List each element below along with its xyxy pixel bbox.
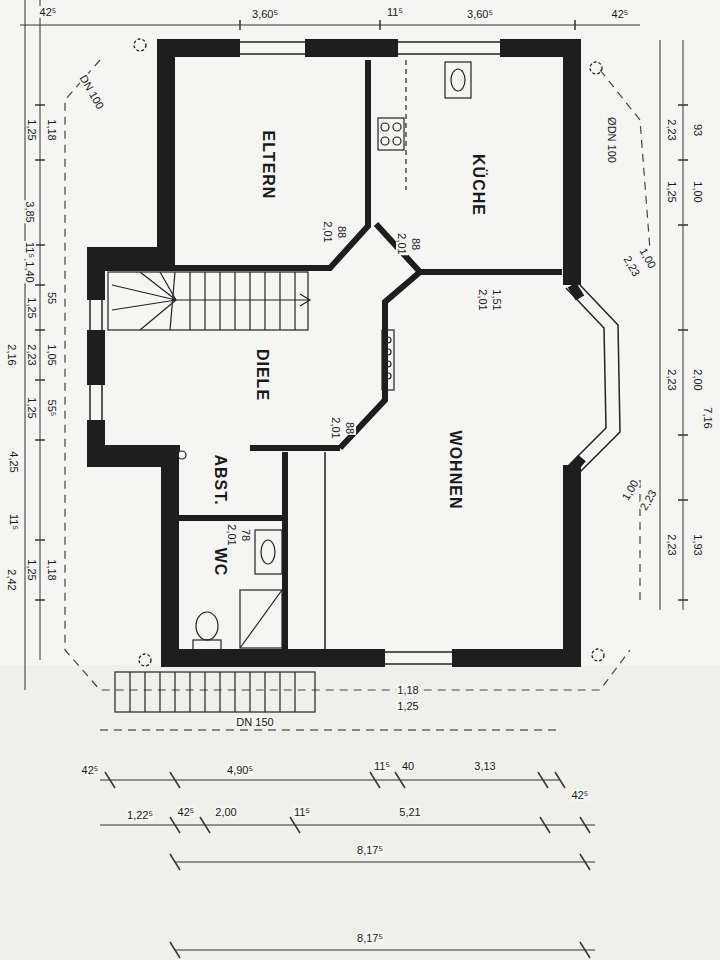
dimension-label: 1,22⁵ <box>126 809 154 821</box>
dimension-label: 42⁵ <box>81 764 100 776</box>
dimension-label: 1,18 <box>396 684 419 696</box>
dimension-label: DN 150 <box>235 716 274 728</box>
dimension-label: 88 <box>344 421 356 435</box>
windows <box>90 42 620 664</box>
fixtures <box>178 60 471 650</box>
dimension-label: 1,25 <box>26 558 38 581</box>
dimension-label: 2,23 <box>666 368 678 391</box>
dimension-label: 5,21 <box>398 806 421 818</box>
dimension-label: 1,40 <box>24 260 36 283</box>
dimension-label: 8,17⁵ <box>356 844 384 856</box>
dimension-label: 55⁵ <box>46 399 58 418</box>
dimension-label: 2,23 <box>666 533 678 556</box>
dimension-label: 1,18 <box>46 558 58 581</box>
dimension-label: 3,60⁵ <box>251 8 279 20</box>
outer-walls <box>96 48 572 658</box>
room-name: ABST. <box>211 453 229 506</box>
dimension-label: 2,42 <box>6 568 18 591</box>
dimension-label: 88 <box>336 225 348 239</box>
dimension-label: ØDN 100 <box>606 116 618 164</box>
dimension-label: 42⁵ <box>39 6 58 18</box>
dimension-label: 2,00 <box>214 806 237 818</box>
outline-dashed <box>65 60 650 690</box>
dimension-label: 2,01 <box>330 416 342 439</box>
dimension-label: 2,23 <box>637 487 659 513</box>
dimension-label: 1,05 <box>46 343 58 366</box>
dimension-label: 11⁵ <box>373 760 391 772</box>
dimension-label: 2,01 <box>226 523 238 546</box>
dimension-label: 2,01 <box>477 288 489 311</box>
paper-fold <box>0 665 720 960</box>
dimension-label: 3,85 <box>24 200 36 223</box>
dimension-lines <box>20 0 688 958</box>
dimension-label: 1,25 <box>666 180 678 203</box>
dimension-label: 42⁵ <box>611 8 630 20</box>
dimension-label: 1,51 <box>491 288 503 311</box>
dimension-label: 78 <box>240 528 252 542</box>
dimension-label: 2,01 <box>322 220 334 243</box>
dimension-label: 11⁵ <box>24 241 36 259</box>
room-name: KÜCHE <box>469 153 487 217</box>
dimension-label: 2,01 <box>396 232 408 255</box>
dimension-label: 42⁵ <box>177 806 196 818</box>
dimension-label: 1,25 <box>26 118 38 141</box>
dimension-label: 11⁵ <box>386 6 404 18</box>
dimension-label: 4,25 <box>8 450 20 473</box>
dimension-label: 55 <box>46 291 58 305</box>
dimension-label: 1,25 <box>26 296 38 319</box>
dimension-label: 42⁵ <box>571 789 590 801</box>
dimension-label: 3,13 <box>473 760 496 772</box>
dimension-label: 1,00 <box>619 477 641 503</box>
inner-walls <box>105 60 562 652</box>
dimension-label: 88 <box>410 237 422 251</box>
dimension-label: 1,18 <box>46 118 58 141</box>
room-name: WOHNEN <box>446 430 464 511</box>
dimension-label: 1,93 <box>692 533 704 556</box>
dimension-label: 11⁵ <box>8 513 20 531</box>
dimension-label: 3,60⁵ <box>466 8 494 20</box>
dimension-label: 8,17⁵ <box>356 932 384 944</box>
dimension-label: 93 <box>692 123 704 137</box>
dimension-label: DN 100 <box>77 72 107 112</box>
outdoor-steps <box>100 672 560 730</box>
dimension-label: 4,90⁵ <box>226 764 254 776</box>
dimension-label: 2,23 <box>666 118 678 141</box>
room-name: DIELE <box>253 348 271 402</box>
dimension-label: 2,23 <box>26 343 38 366</box>
room-name: WC <box>211 547 229 578</box>
stairs <box>108 272 310 330</box>
dimension-label: 2,16 <box>6 343 18 366</box>
dimension-label: 7,16 <box>702 406 714 429</box>
dimension-label: 1,25 <box>396 700 419 712</box>
dimension-label: 11⁵ <box>293 806 311 818</box>
dimension-label: 2,00 <box>692 368 704 391</box>
room-name: ELTERN <box>259 130 277 201</box>
dimension-label: 40 <box>401 760 415 772</box>
dimension-label: 1,25 <box>26 396 38 419</box>
dimension-label: 1,00 <box>692 180 704 203</box>
